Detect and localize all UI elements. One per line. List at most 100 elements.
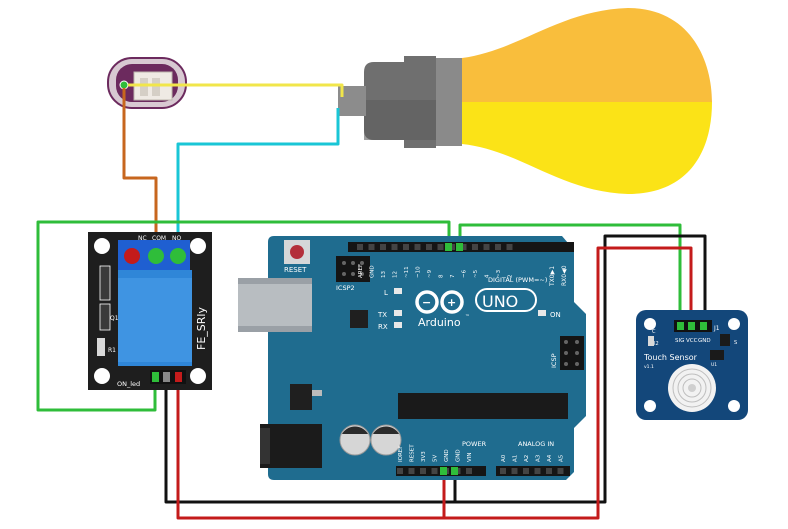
touch-pad[interactable] [668,364,716,412]
sensor-pin-vcc-label: VCC [686,338,698,344]
header-pin[interactable] [368,244,375,250]
sensor-pin-gnd[interactable] [700,322,707,330]
sensor-r2-label: R2 [652,341,659,347]
header-pin[interactable] [437,244,444,250]
header-pin[interactable] [472,244,478,250]
header-pin[interactable] [408,468,415,474]
header-pin[interactable] [546,468,552,474]
led-on [538,310,546,316]
relay-pin-vcc[interactable] [175,372,182,382]
chip-small [350,310,368,328]
sensor-c-label: C [652,329,656,335]
icsp2-header [336,256,370,282]
wire-cyan[interactable] [176,108,340,258]
pin-label: ~11 [404,266,410,278]
header-pin[interactable] [403,244,409,250]
sensor-mount-hole [644,318,656,330]
header-pin[interactable] [397,468,403,474]
relay-terminal-nc[interactable] [124,248,140,264]
wire-red-sensor-power[interactable] [444,246,693,520]
pin-label: 8 [439,274,445,278]
icsp-pin [564,340,568,344]
header-pin[interactable] [380,244,386,250]
header-pin[interactable] [466,468,472,474]
wire-yellow[interactable] [128,83,344,97]
power-jack[interactable] [260,424,322,468]
pin-label: A0 [501,454,507,462]
icsp2-pin [351,272,355,276]
power-jack-side [260,428,270,464]
icsp2-pin [360,261,364,265]
wire-black-sensor-ground[interactable] [455,234,707,504]
sensor-pin-sig-label: SIG [675,338,684,344]
wire-orange[interactable] [122,88,158,258]
reset-label: RESET [284,266,307,274]
header-pin[interactable] [523,468,529,474]
logo-ring-right [440,290,464,314]
pin-label: 5V [433,455,439,462]
pin-gnd-connected[interactable] [451,467,458,475]
header-pin[interactable] [460,244,467,250]
sensor-chip-u1 [710,350,724,360]
header-pin[interactable] [500,468,506,474]
header-pin[interactable] [483,244,490,250]
relay-transistor-q1 [99,303,111,331]
wire-black-ground[interactable] [164,381,457,504]
relay-label-nc: NC [138,235,147,242]
relay-mount-hole-tl [94,238,110,254]
header-pin[interactable] [506,244,513,250]
bulb-base-ring [436,58,462,146]
wire-green-relay-signal[interactable] [36,220,451,412]
rx-pin-label: RX0◀0 [561,265,568,286]
pin-d9-connected[interactable] [445,243,452,251]
icsp-header [560,336,584,370]
header-pin[interactable] [511,468,518,474]
relay-pin-signal[interactable] [152,372,159,382]
sensor-pin-vcc[interactable] [688,322,695,330]
relay-on-led-label: ON_led [117,380,140,388]
icsp2-label: ICSP2 [336,284,355,292]
header-pin[interactable] [431,468,438,474]
header-pin[interactable] [557,468,564,474]
bulb-glass-top [462,8,712,102]
relay-pin-ground[interactable] [163,372,170,382]
relay-terminal-com[interactable] [148,248,164,264]
wire-connector [107,57,187,109]
header-pin[interactable] [420,468,426,474]
pin-d8-connected[interactable] [456,243,463,251]
relay-mount-hole-br [190,368,206,384]
sensor-pin-sig[interactable] [677,322,684,330]
header-pin[interactable] [391,244,398,250]
connector-terminal[interactable] [119,80,129,90]
reset-button[interactable] [290,245,304,259]
wire-green-sensor-signal[interactable] [458,223,682,326]
capacitor-2-stripe [373,426,399,434]
icsp-label: ICSP [550,353,558,368]
logo-ring-left [415,290,439,314]
header-pin[interactable] [414,244,421,250]
sensor-j1-label: J1 [713,325,720,332]
analog-label: ANALOG IN [518,440,554,448]
pin-label: GND [456,449,462,462]
header-pin[interactable] [495,244,501,250]
wire-red-power[interactable] [176,381,446,520]
pin-5v-connected[interactable] [440,467,447,475]
sensor-ic [720,334,730,346]
led-tx [394,310,402,316]
pin-label: GND [444,449,450,462]
touch-pad-center [688,384,696,392]
header-pin[interactable] [426,244,432,250]
header-pin[interactable] [357,244,363,250]
touch-pad-ring [677,373,707,403]
header-pin[interactable] [534,468,541,474]
icsp2-pin [342,261,346,265]
led-rx [394,322,402,328]
led-tx-label: TX [377,311,387,319]
sensor-pin-gnd-label: GND [698,338,711,344]
relay-diode [99,265,111,301]
relay-terminal-no[interactable] [170,248,186,264]
arduino-logo: − + Arduino ™ [415,290,470,329]
icsp2-pin [360,272,364,276]
icsp-pin [564,362,568,366]
pin-label: IOREF [398,446,404,462]
